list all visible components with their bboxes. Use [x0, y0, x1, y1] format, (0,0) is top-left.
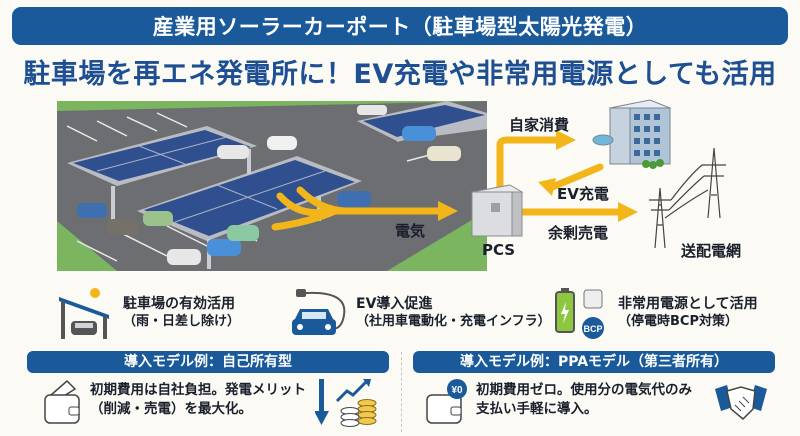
model-head: 導入モデル例：自己所有型 [27, 351, 389, 373]
grid-label: 送配電網 [681, 242, 742, 260]
feature-title: 駐車場の有効活用 [123, 296, 235, 313]
column-divider [401, 352, 402, 432]
pcs-label: PCS [482, 241, 516, 259]
svg-text:¥0: ¥0 [451, 385, 463, 396]
electricity-label: 電気 [395, 222, 426, 240]
page-subtitle: 駐車場を再エネ発電所に！EV充電や非常用電源としても活用 [23, 59, 777, 90]
solar-carport-illustration [57, 101, 487, 271]
model-line2: 支払い手軽に導入。 [476, 400, 598, 417]
model-self-owned: 導入モデル例：自己所有型 初期費用は自社負担。発電メリット （削減・売電）を最大… [27, 351, 389, 433]
solar-carport-icon [57, 101, 487, 271]
self-consumption-label: 自家消費 [509, 116, 570, 134]
model-line2: （削減・売電）を最大化。 [90, 400, 252, 417]
feature-sub: （停電時BCP対策） [618, 313, 738, 329]
building-icon [592, 99, 672, 169]
feature-title: 非常用電源として活用 [618, 296, 758, 313]
coins-growth-icon [315, 379, 377, 427]
battery-bcp-icon: BCP [555, 288, 604, 339]
model-head: 導入モデル例：PPAモデル（第三者所有） [413, 351, 775, 373]
ev-plug-icon [292, 289, 346, 335]
svg-text:BCP: BCP [583, 324, 602, 334]
feature-title: EV導入促進 [356, 296, 433, 313]
surplus-sale-label: 余剰売電 [548, 224, 609, 242]
feature-sub: （社用車電動化・充電インフラ） [356, 313, 551, 329]
feature-ev: EV導入促進 （社用車電動化・充電インフラ） [288, 283, 551, 343]
title-banner: 産業用ソーラーカーポート（駐車場型太陽光発電） [12, 7, 788, 45]
features-row: 駐車場の有効活用 （雨・日差し除け） EV導入促進 （社用車電動化・充電インフラ… [0, 283, 800, 343]
feature-bcp: BCP 非常用電源として活用 （停電時BCP対策） [550, 283, 758, 343]
feature-carport: 駐車場の有効活用 （雨・日差し除け） [55, 283, 240, 343]
carport-sun-icon [59, 288, 109, 339]
model-ppa: 導入モデル例：PPAモデル（第三者所有） ¥0 初期費用ゼロ。使用分の電気代のみ… [413, 351, 775, 433]
model-line1: 初期費用ゼロ。使用分の電気代のみ [476, 382, 692, 398]
model-line1: 初期費用は自社負担。発電メリット [90, 382, 306, 398]
handshake-icon [715, 385, 767, 421]
page-title: 産業用ソーラーカーポート（駐車場型太陽光発電） [152, 15, 648, 39]
feature-sub: （雨・日差し除け） [123, 313, 241, 329]
wallet-icon [44, 379, 80, 424]
transmission-tower-icon [649, 147, 726, 249]
ev-charging-label: EV充電 [557, 185, 609, 203]
wallet-zero-icon: ¥0 [426, 379, 467, 424]
